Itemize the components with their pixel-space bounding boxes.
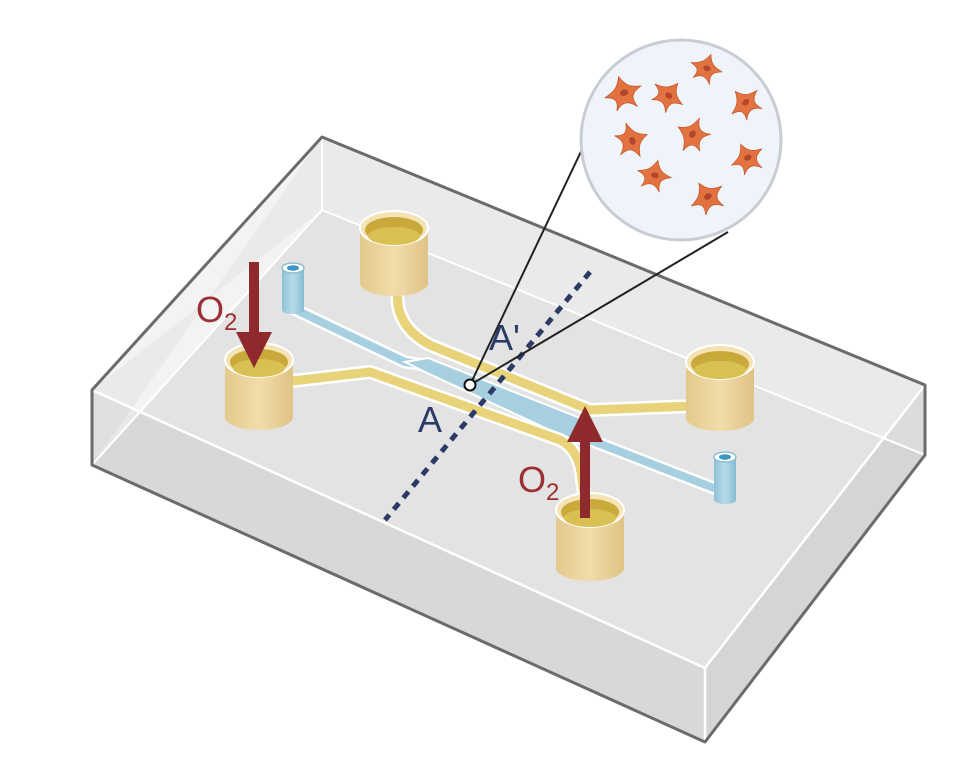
port-icon <box>282 268 304 314</box>
reservoir-icon <box>686 362 754 431</box>
zoom-circle <box>579 38 783 242</box>
zoom-line-right <box>469 231 729 386</box>
blue-channel <box>285 301 731 499</box>
zoom-line-left <box>469 119 597 386</box>
oxygen-label-top-base: O <box>196 289 224 330</box>
chip-body <box>90 135 927 744</box>
oxygen-label-top-sub: 2 <box>224 309 237 336</box>
oxygen-label-bottom: O2 <box>518 459 559 506</box>
chip-front-right-face <box>705 385 925 742</box>
oxygen-label-top: O2 <box>196 289 237 336</box>
zoom-callout <box>463 38 783 392</box>
oxygen-arrow-top <box>236 262 272 368</box>
oxygen-label-bottom-base: O <box>518 459 546 500</box>
port-left <box>281 262 305 314</box>
reservoir-top <box>359 210 429 296</box>
oxygen-label-bottom-sub: 2 <box>546 479 559 506</box>
port-icon <box>714 457 736 504</box>
section-label-end: A' <box>489 317 520 358</box>
oxygen-arrow-bottom <box>567 406 603 518</box>
section-label-start: A <box>418 399 442 440</box>
reservoir-icon <box>556 510 624 581</box>
reservoir-icon <box>225 360 293 430</box>
chip-outline <box>90 135 927 744</box>
reservoir-left <box>224 342 294 430</box>
reservoir-bottom <box>555 492 625 581</box>
reservoir-right <box>685 344 755 431</box>
port-right <box>713 451 737 504</box>
chip-front-left-face <box>92 390 705 742</box>
reservoir-icon <box>360 228 428 296</box>
zoom-origin-marker <box>463 378 477 392</box>
